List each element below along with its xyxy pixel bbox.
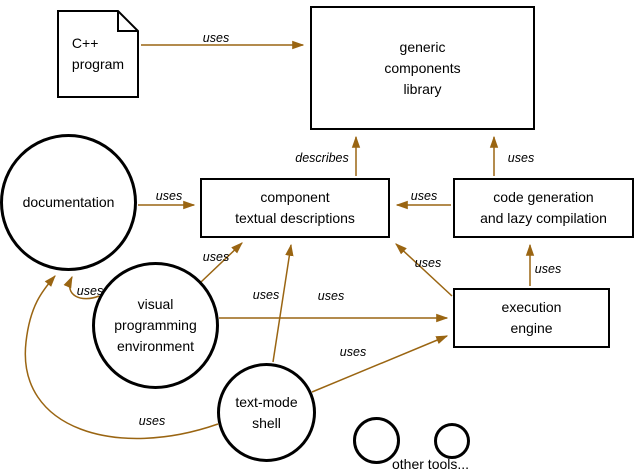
node-visual-programming-environment-label: visual programming environment (114, 296, 197, 354)
edge-label-vpe-to-descriptions: uses (202, 250, 230, 264)
node-code-generation-label: code generation and lazy compilation (480, 189, 607, 226)
edge-label-vpe-to-engine: uses (317, 289, 345, 303)
edge-label-cpp-to-library: uses (202, 31, 230, 45)
edge-label-shell-to-documentation: uses (138, 414, 166, 428)
edge-label-engine-to-descriptions: uses (414, 256, 442, 270)
node-cpp-program-label: C++ program (71, 35, 125, 72)
node-other-tool-circle-right (434, 423, 470, 459)
node-execution-engine-label: execution engine (501, 299, 562, 336)
node-generic-components-library-label: generic components library (384, 38, 461, 97)
node-documentation-label: documentation (22, 194, 115, 210)
edge-vpe-to-descriptions (200, 242, 243, 283)
edge-label-shell-to-engine: uses (339, 345, 367, 359)
node-component-textual-descriptions: component textual descriptions (200, 178, 390, 238)
edge-label-vpe-to-documentation: uses (76, 284, 104, 298)
edge-shell-to-documentation (24, 275, 219, 440)
node-component-textual-descriptions-label: component textual descriptions (235, 189, 355, 226)
other-tools-caption: other tools... (392, 456, 470, 472)
edge-label-codegen-to-library: uses (507, 151, 535, 165)
edge-vpe-to-documentation (63, 275, 100, 300)
edge-label-descriptions-to-library: describes (295, 151, 349, 165)
node-text-mode-shell-label: text-mode shell (235, 393, 298, 431)
edge-label-doc-to-descriptions: uses (155, 189, 183, 203)
edge-shell-to-engine (311, 335, 449, 393)
node-cpp-program: C++ program (55, 8, 141, 100)
edge-label-shell-to-descriptions: uses (252, 288, 280, 302)
node-generic-components-library: generic components library (310, 6, 535, 130)
node-documentation: documentation (0, 134, 137, 271)
node-code-generation: code generation and lazy compilation (453, 178, 634, 238)
document-shape-icon (57, 10, 139, 98)
node-visual-programming-environment: visual programming environment (92, 262, 219, 389)
edge-engine-to-descriptions (395, 243, 453, 297)
edge-label-codegen-to-descriptions: uses (410, 189, 438, 203)
edge-shell-to-descriptions (272, 243, 294, 363)
node-execution-engine: execution engine (453, 288, 610, 348)
node-other-tool-circle-left (353, 417, 400, 464)
node-text-mode-shell: text-mode shell (217, 363, 316, 462)
edge-label-engine-to-codegen: uses (534, 262, 562, 276)
